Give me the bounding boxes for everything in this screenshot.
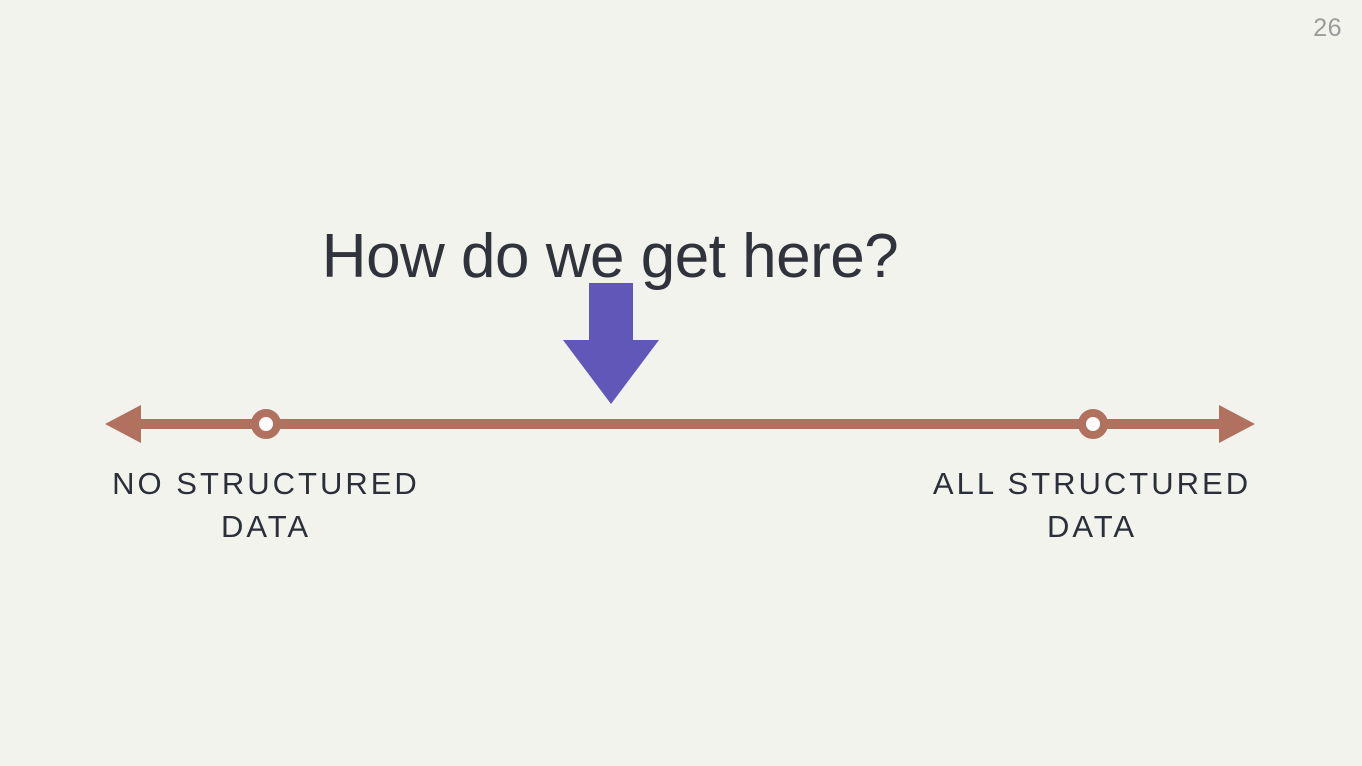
axis-label-no-structured-data: NO STRUCTURED DATA bbox=[76, 462, 456, 548]
slide-title: How do we get here? bbox=[321, 221, 899, 291]
axis-label-line: DATA bbox=[220, 509, 312, 544]
axis-label-line: DATA bbox=[1046, 509, 1138, 544]
left-ring-marker bbox=[251, 409, 281, 439]
right-arrowhead-icon bbox=[1219, 405, 1255, 443]
spectrum-axis bbox=[105, 405, 1255, 443]
axis-label-line: ALL STRUCTURED bbox=[932, 466, 1252, 501]
left-arrowhead-icon bbox=[105, 405, 141, 443]
axis-label-line: NO STRUCTURED bbox=[112, 466, 420, 501]
right-ring-marker bbox=[1078, 409, 1108, 439]
axis-label-all-structured-data: ALL STRUCTURED DATA bbox=[902, 462, 1282, 548]
down-arrow-icon bbox=[563, 283, 659, 404]
page-number: 26 bbox=[1313, 14, 1342, 42]
